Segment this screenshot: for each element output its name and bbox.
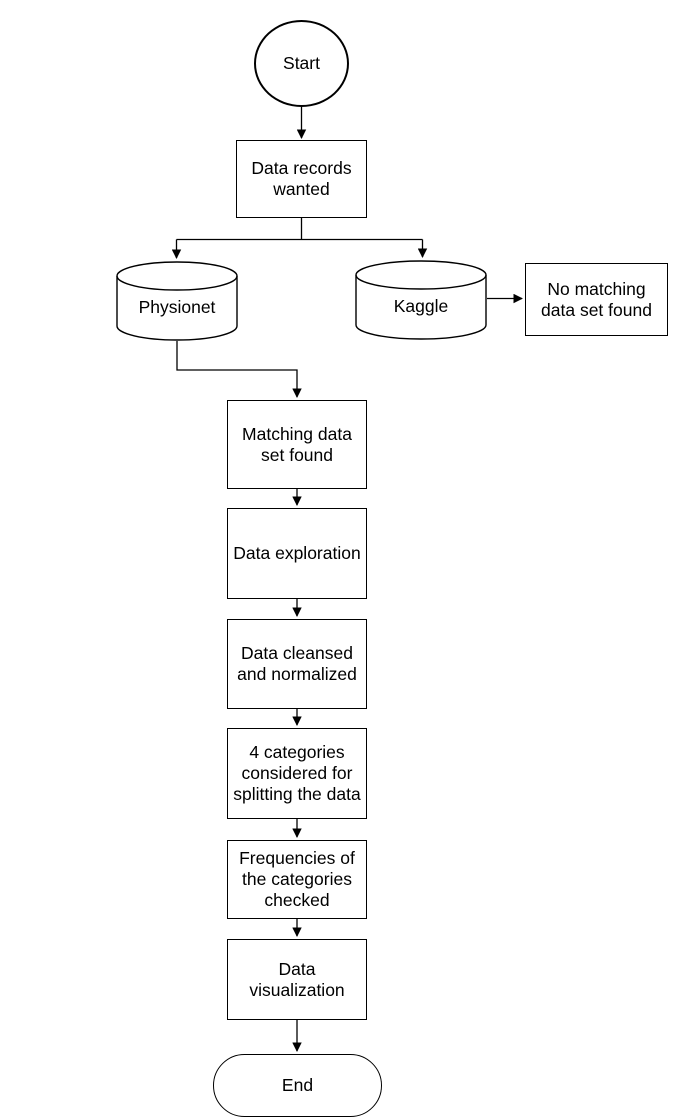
node-data-records-label: Data records wanted xyxy=(251,158,352,199)
node-exploration: Data exploration xyxy=(227,508,367,599)
node-matching: Matching data set found xyxy=(227,400,367,489)
node-frequencies: Frequencies of the categories checked xyxy=(227,840,367,919)
node-cleansed: Data cleansed and normalized xyxy=(227,619,367,709)
node-kaggle: Kaggle xyxy=(355,260,487,340)
node-start: Start xyxy=(254,20,349,107)
node-no-match-label: No matching data set found xyxy=(541,278,652,320)
cylinder-icon xyxy=(116,261,238,341)
node-data-records: Data records wanted xyxy=(236,140,367,218)
node-end: End xyxy=(213,1054,382,1117)
node-no-match: No matching data set found xyxy=(525,263,668,336)
node-exploration-label: Data exploration xyxy=(233,543,361,563)
node-kaggle-label: Kaggle xyxy=(393,296,449,316)
node-start-label: Start xyxy=(283,53,320,73)
node-physionet-label: Physionet xyxy=(138,297,216,317)
node-visualization: Data visualization xyxy=(227,939,367,1020)
node-cleansed-label: Data cleansed and normalized xyxy=(237,643,357,684)
cylinder-icon xyxy=(355,260,487,340)
connector-physionet-to-matching xyxy=(176,341,302,398)
node-visualization-label: Data visualization xyxy=(249,958,345,1000)
node-matching-label: Matching data set found xyxy=(242,423,352,465)
node-categories: 4 categories considered for splitting th… xyxy=(227,728,367,819)
node-end-label: End xyxy=(281,1075,314,1095)
node-frequencies-label: Frequencies of the categories checked xyxy=(239,848,355,910)
node-physionet: Physionet xyxy=(116,261,238,341)
node-categories-label: 4 categories considered for splitting th… xyxy=(233,742,361,804)
